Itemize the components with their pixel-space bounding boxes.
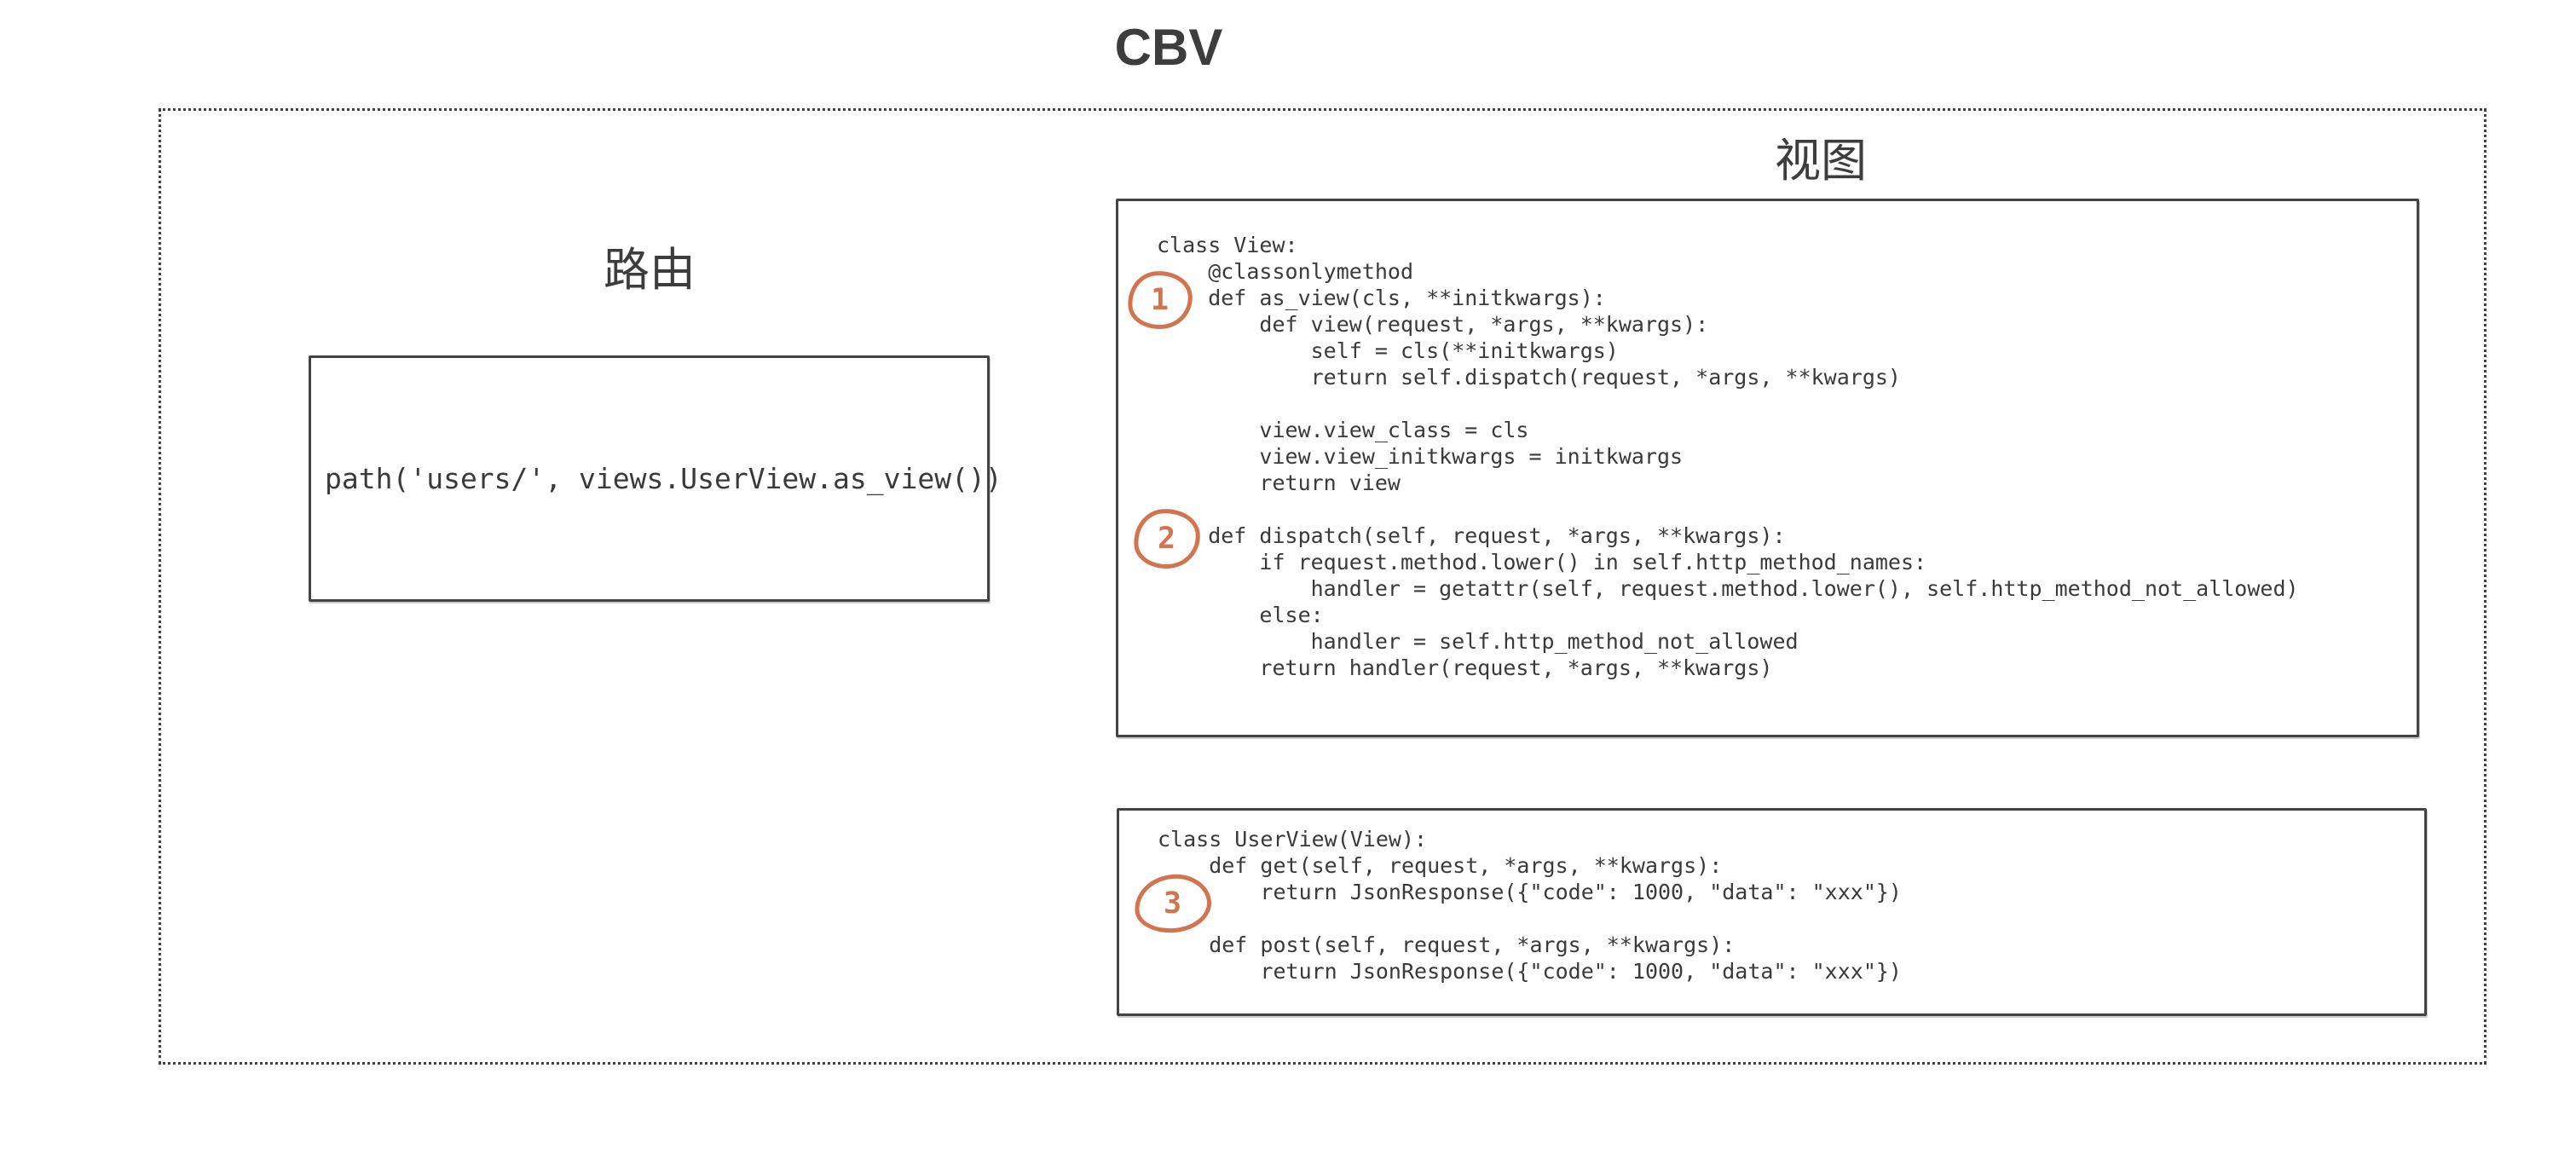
code-line: def dispatch(self, request, *args, **kwa… — [1157, 523, 1786, 548]
code-line — [1157, 496, 2408, 523]
code-line: class View: — [1157, 233, 1298, 257]
code-line: class UserView(View): — [1158, 827, 1428, 852]
step-1-number: 1 — [1151, 283, 1170, 318]
code-line: return JsonResponse({"code": 1000, "data… — [1158, 880, 1902, 904]
code-line: if request.method.lower() in self.http_m… — [1157, 550, 1927, 574]
code-line: handler = getattr(self, request.method.l… — [1157, 576, 2299, 601]
code-line: handler = self.http_method_not_allowed — [1157, 629, 1799, 654]
code-line: view.view_class = cls — [1157, 418, 1529, 442]
code-line: def as_view(cls, **initkwargs): — [1157, 286, 1606, 310]
user-view-code-box: class UserView(View): def get(self, requ… — [1117, 808, 2427, 1016]
code-line: else: — [1157, 603, 1324, 627]
step-2-number: 2 — [1158, 522, 1176, 557]
code-line: return handler(request, *args, **kwargs) — [1157, 655, 1773, 680]
code-line: def post(self, request, *args, **kwargs)… — [1158, 932, 1736, 957]
page-title: CBV — [1114, 19, 1223, 76]
code-line: @classonlymethod — [1157, 259, 1414, 284]
step-3-number: 3 — [1164, 886, 1182, 921]
view-class-code-box: class View: @classonlymethod def as_view… — [1116, 199, 2419, 737]
code-line — [1158, 905, 2416, 932]
outer-dotted-frame — [159, 108, 2486, 1065]
code-line: def view(request, *args, **kwargs): — [1157, 312, 1709, 337]
route-path-code: path('users/', views.UserView.as_view()) — [325, 462, 1002, 495]
code-line: self = cls(**initkwargs) — [1157, 338, 1619, 363]
views-section-label: 视图 — [1775, 136, 1867, 187]
code-line — [1157, 390, 2408, 417]
code-line: return self.dispatch(request, *args, **k… — [1157, 365, 1901, 390]
code-line: view.view_initkwargs = initkwargs — [1157, 444, 1684, 469]
route-definition-box: path('users/', views.UserView.as_view()) — [309, 355, 1002, 602]
routing-section-label: 路由 — [604, 245, 696, 296]
code-line: def get(self, request, *args, **kwargs): — [1158, 853, 1723, 878]
code-line: return view — [1157, 471, 1401, 495]
code-line: return JsonResponse({"code": 1000, "data… — [1158, 959, 1902, 984]
